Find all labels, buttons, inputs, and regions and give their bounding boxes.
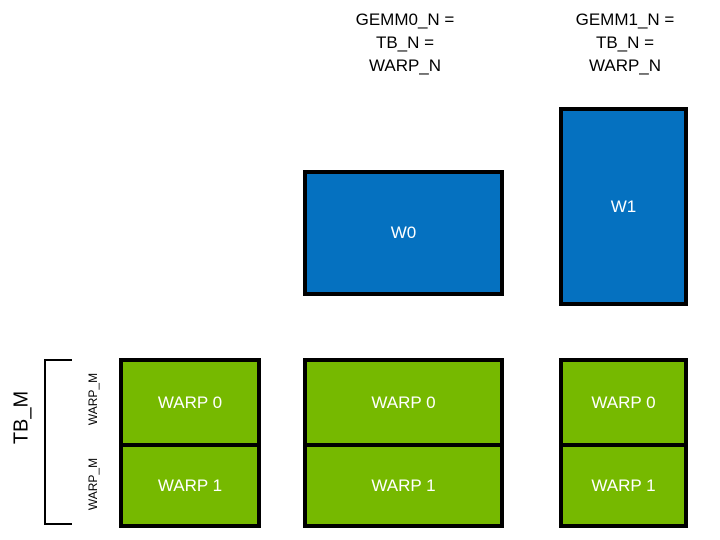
thread-block-cell-label: WARP 1 xyxy=(591,475,656,495)
thread-block-column-0: WARP 0 WARP 1 xyxy=(119,358,261,528)
warp-m-label-1: WARP_M xyxy=(86,457,100,511)
warp-m-label-0: WARP_M xyxy=(86,372,100,426)
thread-block-cell: WARP 1 xyxy=(307,443,500,524)
tb-m-label: TB_M xyxy=(10,390,33,445)
thread-block-cell: WARP 1 xyxy=(563,443,684,524)
thread-block-cell: WARP 1 xyxy=(123,443,257,524)
warp-block-w1-label: W1 xyxy=(610,196,637,216)
warp-block-w0: W0 xyxy=(303,170,504,296)
column-header-gemm0: GEMM0_N = TB_N = WARP_N xyxy=(355,10,455,75)
thread-block-cell-label: WARP 1 xyxy=(371,475,436,495)
thread-block-cell-label: WARP 0 xyxy=(371,392,436,412)
thread-block-cell-label: WARP 0 xyxy=(591,392,656,412)
warp-block-w1: W1 xyxy=(559,107,688,306)
column-header-gemm1: GEMM1_N = TB_N = WARP_N xyxy=(575,10,675,75)
thread-block-cell: WARP 0 xyxy=(123,362,257,443)
thread-block-cell-label: WARP 1 xyxy=(157,475,223,495)
thread-block-column-1: WARP 0 WARP 1 xyxy=(303,358,504,528)
thread-block-cell: WARP 0 xyxy=(307,362,500,443)
warp-block-w0-label: W0 xyxy=(390,223,417,242)
tb-m-bracket xyxy=(44,359,72,525)
thread-block-column-2: WARP 0 WARP 1 xyxy=(559,358,688,528)
thread-block-cell-label: WARP 0 xyxy=(157,392,223,412)
thread-block-cell: WARP 0 xyxy=(563,362,684,443)
